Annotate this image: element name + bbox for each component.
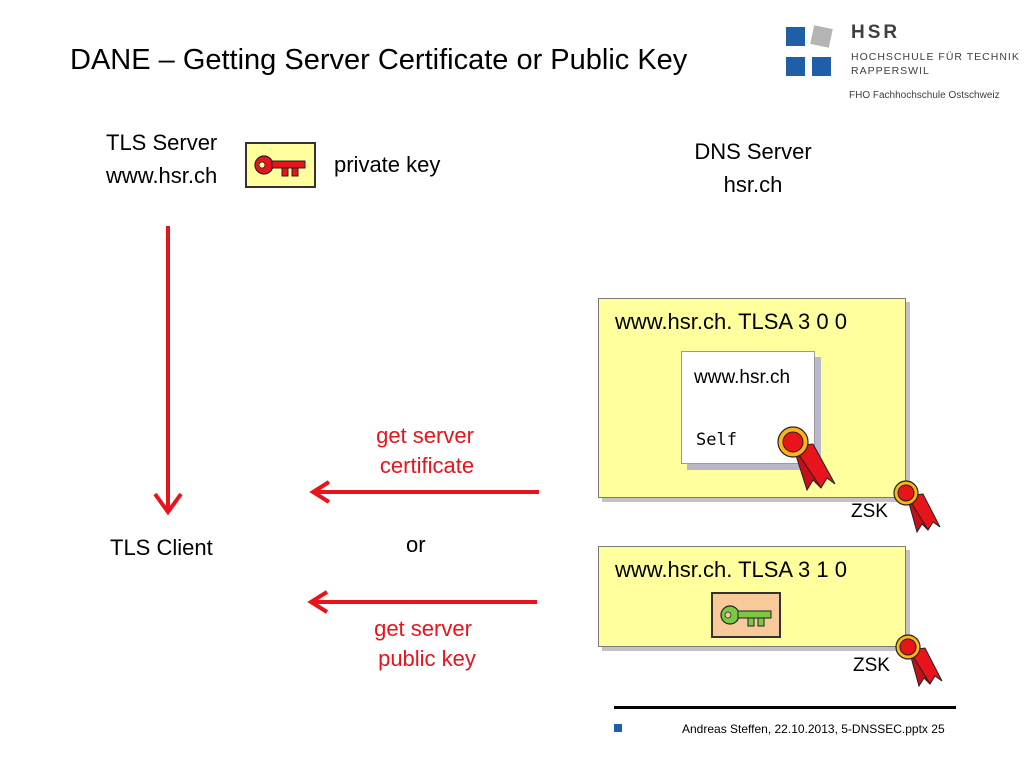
get-pubkey-label-1: get server (374, 616, 472, 641)
logo-line-2: RAPPERSWIL (851, 65, 930, 77)
tlsa-record-public-key: www.hsr.ch. TLSA 3 1 0 (598, 546, 906, 647)
connection-arrow (153, 226, 183, 516)
tlsa-record-label: www.hsr.ch. TLSA 3 1 0 (615, 557, 847, 582)
footer-bullet (614, 724, 622, 732)
private-key-label: private key (334, 152, 441, 177)
certificate-issuer: Self (696, 430, 737, 450)
logo-wordmark: HSR (851, 22, 901, 43)
or-label: or (406, 532, 426, 557)
tls-server-label: TLS Server (106, 130, 218, 155)
certificate-card: www.hsr.ch Self (681, 351, 815, 464)
logo-line-1: HOCHSCHULE FÜR TECHNIK (851, 51, 1020, 63)
tlsa-record-certificate: www.hsr.ch. TLSA 3 0 0 www.hsr.ch Self (598, 298, 906, 498)
get-public-key-arrow (307, 590, 537, 614)
tlsa-record-label: www.hsr.ch. TLSA 3 0 0 (615, 309, 847, 334)
get-certificate-arrow (309, 480, 539, 504)
private-key-box (245, 142, 316, 188)
key-icon (720, 605, 772, 627)
get-cert-label-2: certificate (379, 453, 475, 478)
dns-server-domain: hsr.ch (723, 172, 783, 197)
zsk-label: ZSK (851, 501, 888, 522)
certificate-subject: www.hsr.ch (694, 367, 791, 388)
public-key-box (711, 592, 781, 638)
get-pubkey-label-2: public key (378, 646, 476, 671)
zsk-label: ZSK (853, 655, 890, 676)
seal-icon (895, 634, 943, 688)
get-cert-label-1: get server (376, 423, 474, 448)
slide-title: DANE – Getting Server Certificate or Pub… (70, 44, 688, 76)
logo-square (786, 57, 805, 76)
dns-server-label: DNS Server (694, 139, 812, 164)
footer-text: Andreas Steffen, 22.10.2013, 5-DNSSEC.pp… (682, 722, 945, 736)
logo-square (810, 25, 833, 48)
key-icon (254, 155, 306, 177)
logo-square (812, 57, 831, 76)
logo-square (786, 27, 805, 46)
logo-subtitle: FHO Fachhochschule Ostschweiz (849, 90, 1000, 101)
tls-client-label: TLS Client (110, 535, 213, 560)
footer-divider (614, 706, 956, 709)
seal-icon (777, 426, 836, 492)
seal-icon (893, 480, 941, 534)
tls-server-host: www.hsr.ch (106, 163, 218, 188)
